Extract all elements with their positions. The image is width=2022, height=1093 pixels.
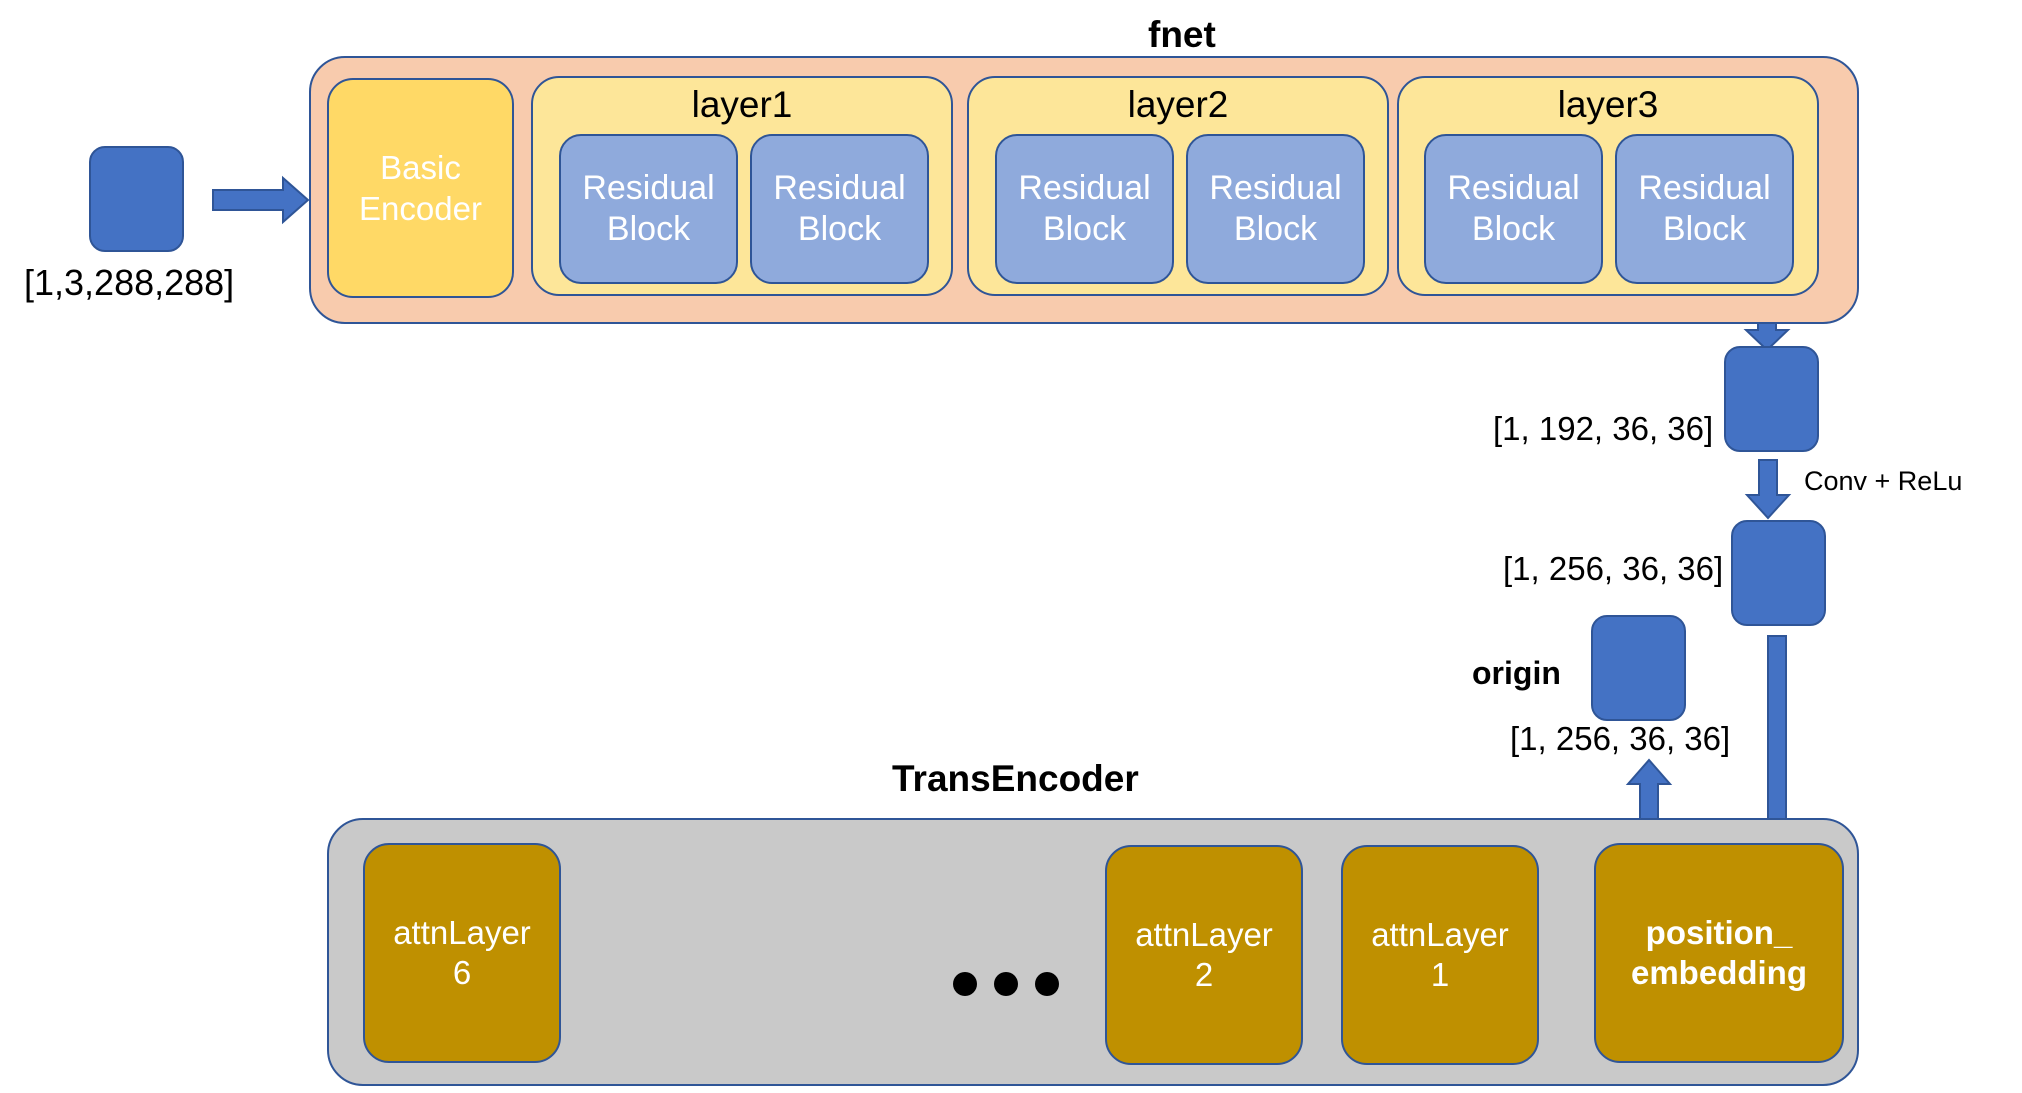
layer2-residual-block-1: Residual Block	[995, 134, 1174, 284]
origin-label: origin	[1472, 655, 1561, 691]
layer1-residual-block-2: Residual Block	[750, 134, 929, 284]
input-shape-label: [1,3,288,288]	[24, 262, 235, 303]
attn-layer-6: attnLayer 6	[363, 843, 561, 1063]
conv-output-tensor	[1731, 520, 1826, 626]
basic-encoder: Basic Encoder	[327, 78, 514, 298]
attn-layer-1: attnLayer 1	[1341, 845, 1539, 1065]
arrow-conv-relu	[1744, 459, 1792, 520]
layer3-residual-block-2: Residual Block	[1615, 134, 1794, 284]
fnet-output-tensor	[1724, 346, 1819, 452]
trans-encoder-title: TransEncoder	[892, 758, 1139, 799]
fnet-output-shape-label: [1, 192, 36, 36]	[1493, 410, 1714, 447]
origin-tensor	[1591, 615, 1686, 721]
ellipsis-dot-3	[1035, 972, 1059, 996]
layer3-title: layer3	[1557, 84, 1659, 125]
position-embedding: position_ embedding	[1594, 843, 1844, 1063]
arrow-input-to-fnet	[212, 175, 310, 225]
ellipsis-dot-2	[994, 972, 1018, 996]
layer2-residual-block-2: Residual Block	[1186, 134, 1365, 284]
layer1-title: layer1	[691, 84, 793, 125]
conv-output-shape-label: [1, 256, 36, 36]	[1503, 550, 1724, 587]
layer3-residual-block-1: Residual Block	[1424, 134, 1603, 284]
input-tensor	[89, 146, 184, 252]
layer2-title: layer2	[1127, 84, 1229, 125]
origin-shape-label: [1, 256, 36, 36]	[1510, 720, 1731, 757]
conv-relu-label: Conv + ReLu	[1804, 466, 1963, 496]
layer1-residual-block-1: Residual Block	[559, 134, 738, 284]
fnet-title: fnet	[1148, 14, 1216, 55]
attn-layer-2: attnLayer 2	[1105, 845, 1303, 1065]
ellipsis-dot-1	[953, 972, 977, 996]
